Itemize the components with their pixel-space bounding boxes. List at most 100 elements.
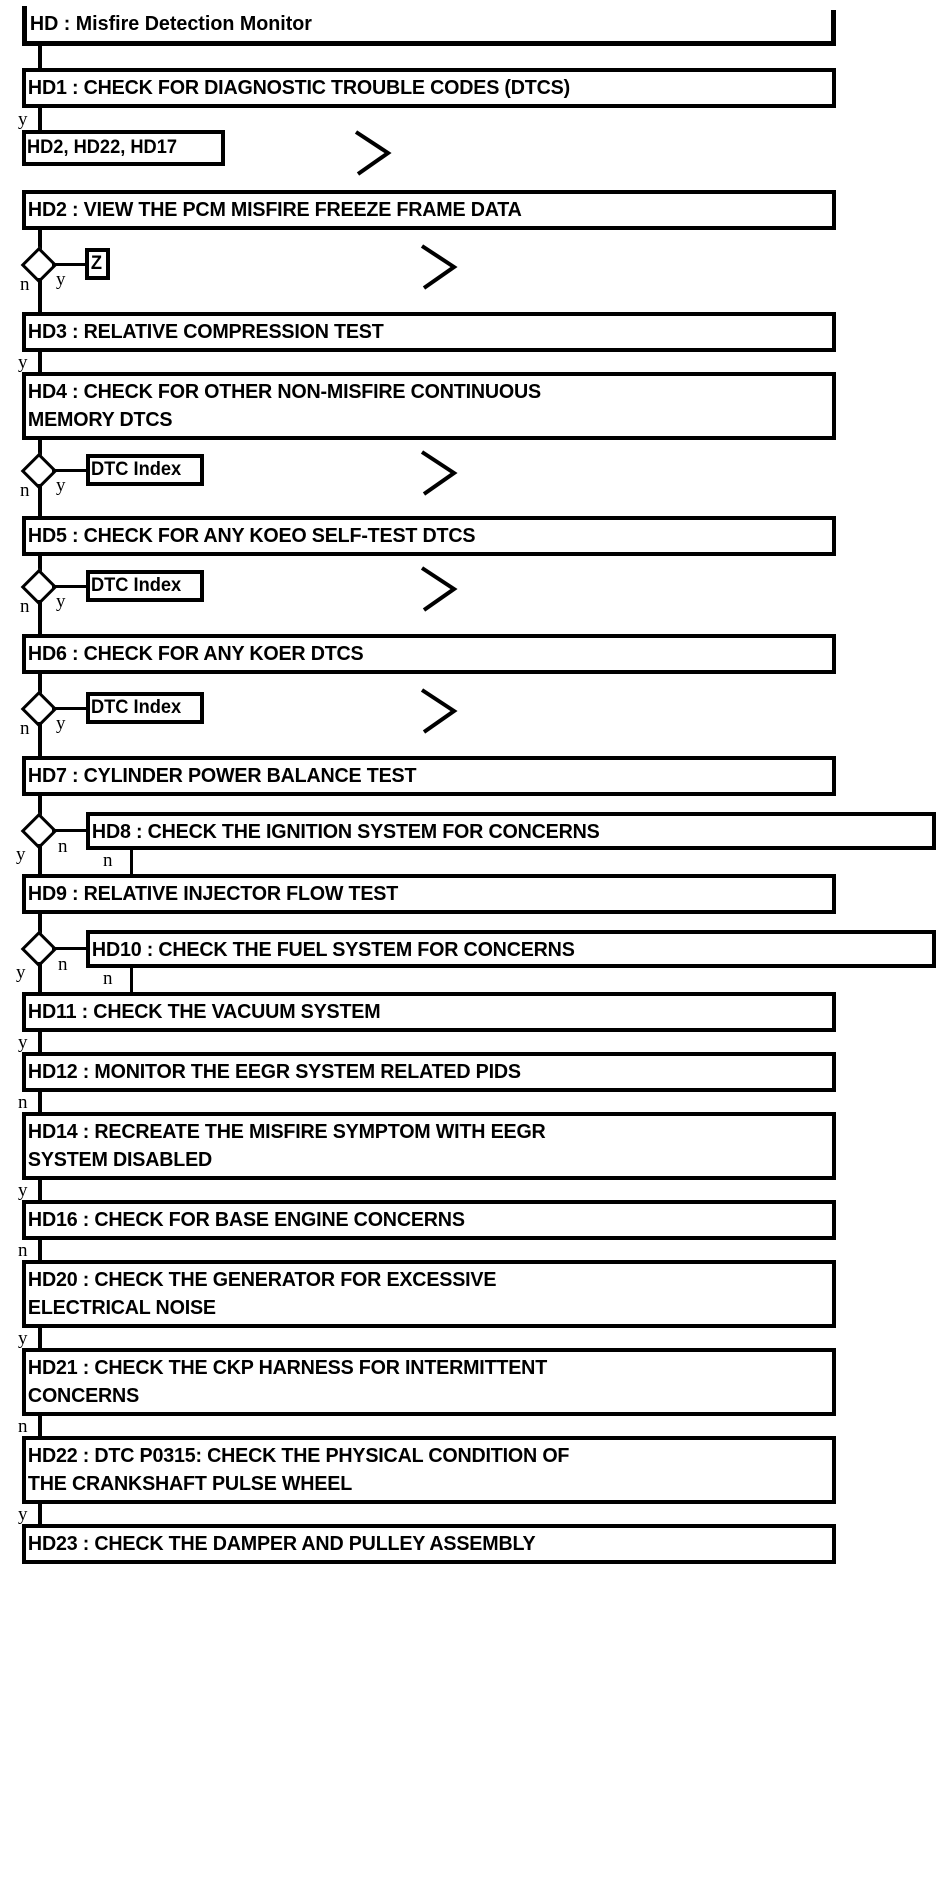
- edge-label-hd7-no: n: [58, 836, 68, 857]
- connector-HD9-to-decision: [38, 914, 42, 936]
- edge-label-hd16-no: n: [18, 1240, 28, 1261]
- edge-label-hd10-no: n: [103, 968, 113, 989]
- edge-label-hd9-yes: y: [16, 962, 26, 983]
- edge-label-hd1-yes: y: [18, 109, 28, 130]
- connector-HD16-to-HD20: [38, 1240, 42, 1260]
- edge-label-hd8-no: n: [103, 850, 113, 871]
- connector-HD7-to-decision: [38, 796, 42, 818]
- node-HD6[interactable]: HD6 : CHECK FOR ANY KOER DTCS: [22, 634, 836, 674]
- node-HD5-label: HD5 : CHECK FOR ANY KOEO SELF-TEST DTCS: [27, 524, 476, 547]
- node-HD9-label: HD9 : RELATIVE INJECTOR FLOW TEST: [27, 882, 399, 905]
- node-refZ-label: Z: [90, 253, 103, 274]
- node-ref-HD2-HD22-HD17[interactable]: HD2, HD22, HD17: [22, 130, 225, 166]
- node-HD16[interactable]: HD16 : CHECK FOR BASE ENGINE CONCERNS: [22, 1200, 836, 1240]
- node-HD-header[interactable]: HD : Misfire Detection Monitor: [22, 6, 836, 46]
- node-ref3-label: DTC Index: [90, 459, 182, 480]
- connector-HD9-no-to-HD10: [52, 947, 86, 950]
- edge-label-hd4-yes: y: [56, 475, 66, 496]
- node-HD14[interactable]: HD14 : RECREATE THE MISFIRE SYMPTOM WITH…: [22, 1112, 836, 1180]
- edge-label-hd14-yes: y: [18, 1180, 28, 1201]
- node-HD23[interactable]: HD23 : CHECK THE DAMPER AND PULLEY ASSEM…: [22, 1524, 836, 1564]
- node-ref-dtc-index-3[interactable]: DTC Index: [86, 692, 204, 724]
- connector-HD14-to-HD16: [38, 1180, 42, 1200]
- edge-label-hd20-yes: y: [18, 1328, 28, 1349]
- edge-label-hd22-yes: y: [18, 1504, 28, 1525]
- connector-HD1-to-ref1: [38, 108, 42, 132]
- node-HD14-label: HD14 : RECREATE THE MISFIRE SYMPTOM WITH…: [27, 1120, 546, 1171]
- edge-label-hd2-yes: y: [56, 269, 66, 290]
- edge-label-hd11-yes: y: [18, 1032, 28, 1053]
- offpage-chevron-icon-5: [418, 686, 462, 736]
- connector-HD4-no-down: [38, 484, 42, 516]
- node-HD1-label: HD1 : CHECK FOR DIAGNOSTIC TROUBLE CODES…: [27, 76, 570, 99]
- node-HD2[interactable]: HD2 : VIEW THE PCM MISFIRE FREEZE FRAME …: [22, 190, 836, 230]
- node-HD12-label: HD12 : MONITOR THE EEGR SYSTEM RELATED P…: [27, 1060, 521, 1083]
- connector-HD2-to-decision: [38, 230, 42, 252]
- node-ref4-label: DTC Index: [90, 575, 182, 596]
- connector-HD12-to-HD14: [38, 1092, 42, 1112]
- node-HD10-label: HD10 : CHECK THE FUEL SYSTEM FOR CONCERN…: [91, 938, 575, 961]
- edge-label-hd21-no: n: [18, 1416, 28, 1437]
- node-HD-label: HD : Misfire Detection Monitor: [29, 12, 312, 35]
- node-HD4[interactable]: HD4 : CHECK FOR OTHER NON-MISFIRE CONTIN…: [22, 372, 836, 440]
- node-HD2-label: HD2 : VIEW THE PCM MISFIRE FREEZE FRAME …: [27, 198, 522, 221]
- node-HD20[interactable]: HD20 : CHECK THE GENERATOR FOR EXCESSIVE…: [22, 1260, 836, 1328]
- connector-HD7-yes-down: [38, 844, 42, 874]
- connector-HD6-to-decision: [38, 674, 42, 696]
- edge-label-hd5-yes: y: [56, 591, 66, 612]
- connector-HD7-no-to-HD8: [52, 829, 86, 832]
- connector-HD5-yes-to-dtcindex: [52, 585, 86, 588]
- connector-HD2-no-down: [38, 278, 42, 312]
- node-HD9[interactable]: HD9 : RELATIVE INJECTOR FLOW TEST: [22, 874, 836, 914]
- offpage-chevron-icon-2: [418, 242, 462, 292]
- node-ref-Z[interactable]: Z: [85, 248, 110, 280]
- node-HD1[interactable]: HD1 : CHECK FOR DIAGNOSTIC TROUBLE CODES…: [22, 68, 836, 108]
- node-HD20-label: HD20 : CHECK THE GENERATOR FOR EXCESSIVE…: [27, 1268, 497, 1319]
- node-HD8[interactable]: HD8 : CHECK THE IGNITION SYSTEM FOR CONC…: [86, 812, 936, 850]
- node-ref-dtc-index-1[interactable]: DTC Index: [86, 454, 204, 486]
- node-HD7[interactable]: HD7 : CYLINDER POWER BALANCE TEST: [22, 756, 836, 796]
- connector-HD20-to-HD21: [38, 1328, 42, 1348]
- header-right-stub: [831, 10, 836, 46]
- node-ref-dtc-index-2[interactable]: DTC Index: [86, 570, 204, 602]
- node-HD7-label: HD7 : CYLINDER POWER BALANCE TEST: [27, 764, 417, 787]
- node-HD12[interactable]: HD12 : MONITOR THE EEGR SYSTEM RELATED P…: [22, 1052, 836, 1092]
- node-HD22-label: HD22 : DTC P0315: CHECK THE PHYSICAL CON…: [27, 1444, 570, 1495]
- connector-HD6-yes-to-dtcindex: [52, 707, 86, 710]
- node-HD3[interactable]: HD3 : RELATIVE COMPRESSION TEST: [22, 312, 836, 352]
- node-HD6-label: HD6 : CHECK FOR ANY KOER DTCS: [27, 642, 364, 665]
- connector-HD3-to-HD4: [38, 352, 42, 372]
- connector-HD21-to-HD22: [38, 1416, 42, 1436]
- node-HD21[interactable]: HD21 : CHECK THE CKP HARNESS FOR INTERMI…: [22, 1348, 836, 1416]
- connector-HD2-yes-to-Z: [52, 263, 85, 266]
- edge-label-hd6-no: n: [20, 718, 30, 739]
- node-ref5-label: DTC Index: [90, 697, 182, 718]
- edge-label-hd12-no: n: [18, 1092, 28, 1113]
- node-HD11-label: HD11 : CHECK THE VACUUM SYSTEM: [27, 1000, 381, 1023]
- node-ref1-label: HD2, HD22, HD17: [26, 137, 177, 158]
- connector-HD11-to-HD12: [38, 1032, 42, 1052]
- connector-HD-to-HD1: [38, 46, 42, 68]
- connector-HD6-no-down: [38, 722, 42, 756]
- node-HD5[interactable]: HD5 : CHECK FOR ANY KOEO SELF-TEST DTCS: [22, 516, 836, 556]
- node-HD21-label: HD21 : CHECK THE CKP HARNESS FOR INTERMI…: [27, 1356, 548, 1407]
- node-HD10[interactable]: HD10 : CHECK THE FUEL SYSTEM FOR CONCERN…: [86, 930, 936, 968]
- offpage-chevron-icon-4: [418, 564, 462, 614]
- edge-label-hd6-yes: y: [56, 713, 66, 734]
- connector-HD5-no-down: [38, 600, 42, 634]
- edge-label-hd9-no: n: [58, 954, 68, 975]
- connector-HD4-yes-to-dtcindex: [52, 469, 86, 472]
- offpage-chevron-icon-3: [418, 448, 462, 498]
- edge-label-hd7-yes: y: [16, 844, 26, 865]
- node-HD11[interactable]: HD11 : CHECK THE VACUUM SYSTEM: [22, 992, 836, 1032]
- node-HD22[interactable]: HD22 : DTC P0315: CHECK THE PHYSICAL CON…: [22, 1436, 836, 1504]
- offpage-chevron-icon-1: [352, 128, 396, 178]
- connector-HD9-yes-down: [38, 962, 42, 992]
- node-HD3-label: HD3 : RELATIVE COMPRESSION TEST: [27, 320, 384, 343]
- connector-HD4-to-decision: [38, 440, 42, 458]
- node-HD16-label: HD16 : CHECK FOR BASE ENGINE CONCERNS: [27, 1208, 465, 1231]
- edge-label-hd3-yes: y: [18, 352, 28, 373]
- node-HD8-label: HD8 : CHECK THE IGNITION SYSTEM FOR CONC…: [91, 820, 600, 843]
- edge-label-hd5-no: n: [20, 596, 30, 617]
